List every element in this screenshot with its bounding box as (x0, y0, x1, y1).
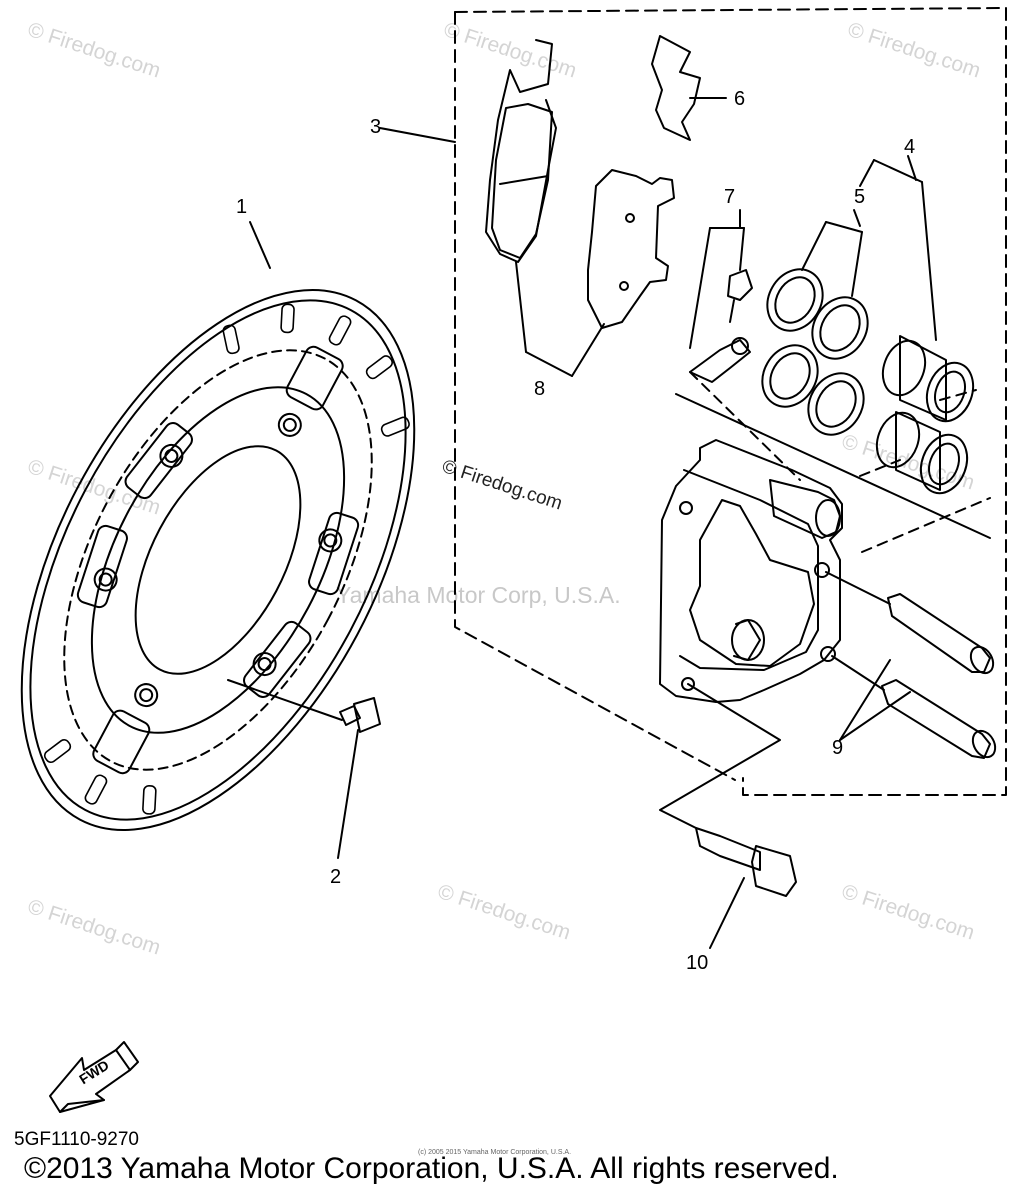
callout-6: 6 (734, 88, 746, 110)
piston-seals (761, 209, 869, 436)
corp-watermark: Yamaha Motor Corp, U.S.A. (336, 582, 621, 608)
caliper-pins (825, 571, 997, 759)
assembly-outline (454, 7, 1007, 796)
fwd-arrow-icon (49, 1041, 139, 1113)
diagram-code: 5GF1110-9270 (14, 1129, 139, 1150)
callout-9: 9 (832, 737, 844, 759)
callout-4: 4 (904, 136, 916, 158)
caliper-bolt (659, 683, 797, 949)
callout-10: 10 (686, 952, 709, 974)
disc-bolt (227, 679, 381, 859)
callout-3: 3 (370, 116, 382, 138)
brake-pads (485, 39, 675, 377)
pistons (675, 155, 991, 539)
copyright-notice: ©2013 Yamaha Motor Corporation, U.S.A. A… (24, 1152, 839, 1185)
small-print: (c) 2005 2015 Yamaha Motor Corporation, … (418, 1149, 572, 1156)
callout-8: 8 (534, 378, 546, 400)
callout-2: 2 (330, 866, 342, 888)
callout-7: 7 (724, 186, 736, 208)
caliper-body (659, 439, 843, 703)
brake-disc (20, 289, 416, 831)
callout-5: 5 (854, 186, 866, 208)
callout-1: 1 (236, 196, 248, 218)
pad-spring (651, 35, 727, 141)
bleed-screw (689, 209, 753, 383)
